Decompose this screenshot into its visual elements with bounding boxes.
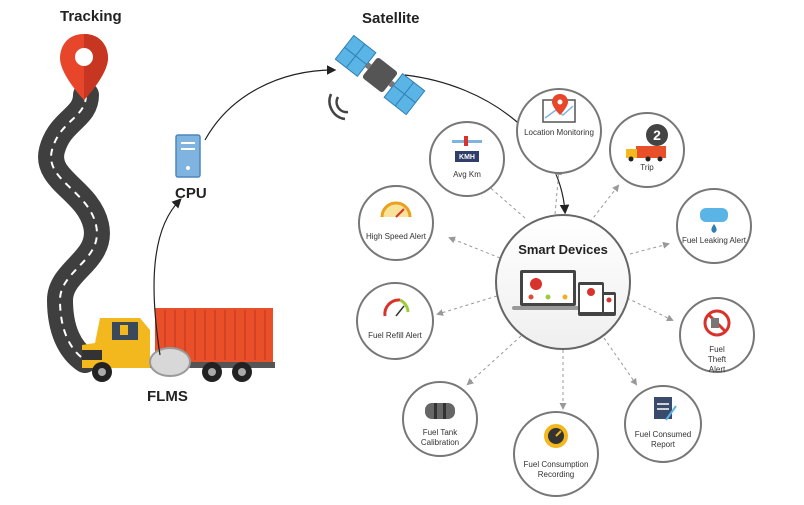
- map-pin-icon: [542, 94, 576, 123]
- map-pin-icon: [60, 34, 108, 100]
- feature-fuel-consumed-circle: [624, 385, 702, 463]
- devices-icon: [512, 270, 616, 316]
- label-high-speed-alert: High Speed Alert: [365, 232, 427, 241]
- satellite-label: Satellite: [362, 10, 420, 27]
- feature-trip-circle: 2: [609, 112, 685, 188]
- label-fuel-theft-alert: Fuel Theft Alert: [707, 345, 727, 374]
- flms-label: FLMS: [147, 388, 188, 405]
- road-illustration: [38, 82, 110, 373]
- label-trip: Trip: [640, 163, 654, 172]
- label-avg-km: Avg Km: [453, 170, 481, 179]
- feature-fuel-theft-circle: [679, 297, 755, 373]
- speedometer-icon: KMH: [452, 136, 482, 162]
- no-theft-icon: [703, 309, 731, 337]
- truck-to-cpu-arrow: [153, 198, 182, 356]
- label-fuel-leaking-alert: Fuel Leaking Alert: [681, 236, 747, 245]
- gauge-icon: [544, 424, 568, 448]
- truck-illustration: [82, 308, 275, 382]
- label-fuel-tank-calibration: Fuel Tank Calibration: [420, 428, 460, 447]
- cpu-icon: [175, 134, 201, 178]
- cpu-to-satellite-arrow: [204, 65, 337, 141]
- feature-fuel-consumption-circle: [513, 411, 599, 497]
- cpu-label: CPU: [175, 185, 207, 202]
- spoke-lines: [436, 168, 674, 410]
- hub-label: Smart Devices: [518, 242, 608, 257]
- fuel-drop-icon: [700, 208, 728, 233]
- speed-gauge-icon: [380, 201, 412, 218]
- kmh-badge: KMH: [459, 154, 475, 161]
- feature-fuel-leak-circle: [676, 188, 752, 264]
- label-fuel-refill-alert: Fuel Refill Alert: [368, 331, 422, 340]
- feature-avg-km-circle: KMH: [429, 121, 505, 197]
- label-fuel-consumed-report: Fuel Consumed Report: [634, 430, 692, 449]
- signal-waves-icon: [328, 93, 349, 121]
- fuel-tank-icon: [425, 403, 455, 419]
- report-icon: [654, 397, 677, 421]
- fuel-meter-icon: [383, 298, 410, 317]
- feature-fuel-refill-circle: [356, 282, 434, 360]
- label-fuel-consumption-recording: Fuel Consumption Recording: [523, 460, 589, 479]
- feature-location-circle: [516, 88, 602, 174]
- tracking-label: Tracking: [60, 8, 122, 25]
- satellite-icon: [334, 34, 426, 116]
- label-location-monitoring: Location Monitoring: [524, 128, 594, 137]
- satellite-to-hub-arrow: [404, 74, 570, 215]
- feature-high-speed-circle: [358, 185, 434, 261]
- trip-truck-icon: 2: [626, 124, 668, 162]
- feature-tank-calibration-circle: [402, 381, 478, 457]
- svg-text:2: 2: [653, 127, 661, 143]
